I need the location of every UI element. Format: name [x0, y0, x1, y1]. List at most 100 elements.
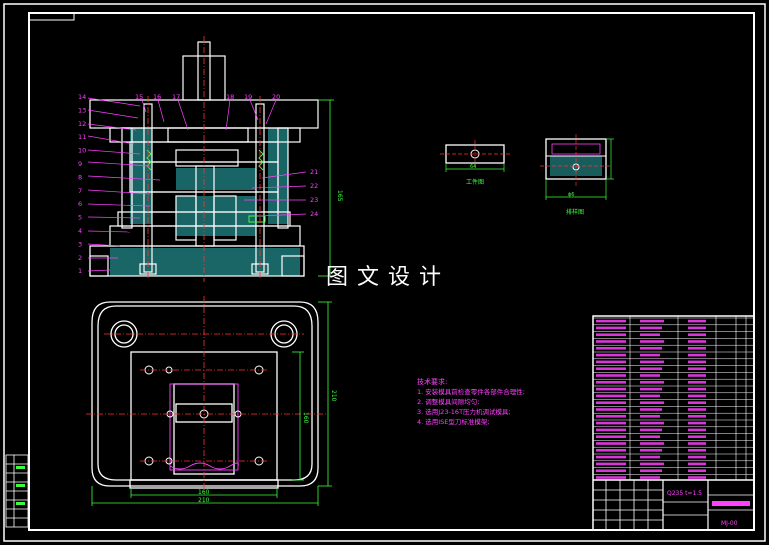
plan-height-b-dim: 210 — [330, 390, 337, 402]
parts-list-cells — [596, 319, 706, 479]
drawing-number: MJ-00 — [721, 520, 738, 527]
parts-cell-glyph — [640, 435, 660, 438]
parts-cell-glyph — [596, 421, 626, 425]
parts-cell-glyph — [640, 387, 662, 391]
strip-dim: ϕ6 — [568, 192, 574, 198]
parts-cell-glyph — [640, 319, 664, 323]
parts-cell-glyph — [688, 353, 706, 357]
parts-cell-glyph — [640, 428, 662, 432]
callout-6: 6 — [78, 200, 82, 208]
parts-cell-glyph — [688, 455, 706, 459]
parts-cell-glyph — [596, 469, 626, 472]
callout-16: 16 — [153, 93, 161, 101]
parts-cell-glyph — [688, 442, 706, 445]
plan-height-a-dim: 160 — [302, 412, 309, 424]
parts-list — [592, 315, 755, 531]
parts-cell-glyph — [640, 326, 662, 330]
callout-20: 20 — [272, 93, 280, 101]
callout-22: 22 — [310, 182, 318, 190]
parts-cell-glyph — [596, 367, 626, 370]
parts-cell-glyph — [688, 360, 706, 364]
parts-cell-glyph — [596, 449, 626, 452]
parts-cell-glyph — [640, 333, 660, 336]
parts-cell-glyph — [596, 340, 626, 343]
callout-3: 3 — [78, 240, 82, 248]
parts-cell-glyph — [596, 347, 626, 350]
parts-cell-glyph — [596, 360, 626, 364]
material-spec: Q235 t=1.5 — [667, 490, 702, 497]
parts-cell-glyph — [596, 462, 626, 466]
strip-title: 排样图 — [566, 208, 584, 216]
parts-cell-glyph — [688, 462, 706, 466]
parts-cell-glyph — [688, 408, 706, 411]
parts-cell-glyph — [640, 415, 660, 418]
parts-cell-glyph — [640, 367, 662, 370]
parts-cell-glyph — [640, 462, 664, 466]
inner-border — [28, 12, 755, 531]
parts-cell-glyph — [640, 408, 662, 411]
parts-cell-glyph — [640, 476, 660, 479]
tech-item-3: 3. 选用J23-16T压力机调试模具; — [417, 407, 511, 416]
parts-cell-glyph — [596, 415, 626, 418]
parts-cell-glyph — [640, 394, 660, 398]
parts-cell-glyph — [688, 381, 706, 384]
parts-cell-glyph — [640, 421, 664, 425]
callout-12: 12 — [78, 120, 86, 128]
parts-cell-glyph — [596, 435, 626, 438]
callout-5: 5 — [78, 214, 82, 222]
callout-7: 7 — [78, 187, 82, 195]
watermark: 图文设计 — [326, 265, 451, 290]
callout-24: 24 — [310, 210, 318, 218]
parts-cell-glyph — [688, 421, 706, 425]
parts-cell-glyph — [688, 326, 706, 330]
parts-cell-glyph — [640, 340, 664, 343]
margin-table — [5, 454, 29, 528]
parts-cell-glyph — [596, 428, 626, 432]
callout-8: 8 — [78, 173, 82, 181]
tech-item-1: 1. 安装模具前检查零件各部件合理性; — [417, 387, 525, 396]
plan-view — [86, 296, 332, 506]
parts-cell-glyph — [688, 367, 706, 370]
parts-cell-glyph — [596, 408, 626, 411]
parts-cell-glyph — [596, 476, 626, 479]
parts-cell-glyph — [640, 347, 662, 350]
parts-cell-glyph — [688, 449, 706, 452]
parts-cell-glyph — [596, 387, 626, 391]
parts-cell-glyph — [596, 333, 626, 336]
corner-tag — [28, 12, 75, 21]
parts-cell-glyph — [640, 381, 664, 384]
parts-cell-glyph — [688, 374, 706, 377]
callout-2: 2 — [78, 254, 82, 262]
parts-cell-glyph — [640, 360, 664, 364]
parts-cell-glyph — [688, 415, 706, 418]
parts-cell-glyph — [688, 428, 706, 432]
parts-cell-glyph — [640, 353, 660, 357]
title-block — [593, 479, 754, 530]
title-accent-bar — [712, 501, 750, 506]
callout-18: 18 — [226, 93, 234, 101]
parts-cell-glyph — [596, 381, 626, 384]
parts-cell-glyph — [596, 326, 626, 330]
tech-item-4: 4. 选用ISE型刀标准模架; — [417, 417, 490, 426]
callout-15: 15 — [135, 93, 143, 101]
parts-cell-glyph — [688, 347, 706, 350]
parts-cell-glyph — [688, 387, 706, 391]
callout-10: 10 — [78, 147, 86, 155]
parts-cell-glyph — [596, 374, 626, 377]
parts-cell-glyph — [640, 449, 662, 452]
tech-heading: 技术要求: — [417, 377, 447, 386]
parts-cell-glyph — [688, 435, 706, 438]
parts-cell-glyph — [688, 469, 706, 472]
parts-cell-glyph — [688, 319, 706, 323]
callout-23: 23 — [310, 196, 318, 204]
callout-17: 17 — [172, 93, 180, 101]
outer-border — [3, 3, 766, 542]
parts-cell-glyph — [640, 455, 660, 459]
callout-1: 1 — [78, 267, 82, 275]
workpiece-width-dim: 64 — [470, 164, 476, 170]
parts-cell-glyph — [596, 394, 626, 398]
parts-cell-glyph — [688, 333, 706, 336]
parts-cell-glyph — [596, 319, 626, 323]
